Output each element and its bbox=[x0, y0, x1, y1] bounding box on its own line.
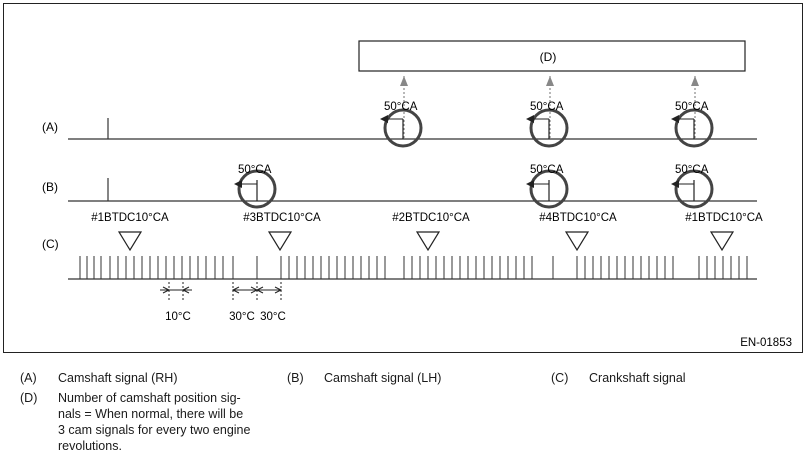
signal-count-box bbox=[358, 40, 746, 72]
legend-item-d: (D) Number of camshaft position sig- nal… bbox=[20, 390, 250, 453]
row-label-b: (B) bbox=[42, 180, 58, 194]
cam-pulse-rh-3: 50°CA bbox=[671, 76, 714, 148]
angle-label: 50°CA bbox=[530, 164, 564, 176]
tdc-label: #4BTDC10°CA bbox=[539, 212, 617, 224]
dim-label-30: 30°C bbox=[260, 311, 286, 323]
tdc-label: #2BTDC10°CA bbox=[392, 212, 470, 224]
legend-key: (A) bbox=[20, 371, 37, 385]
legend-text: Number of camshaft position sig- nals = … bbox=[58, 391, 251, 453]
dim-label-30: 30°C bbox=[229, 311, 255, 323]
tdc-marker bbox=[564, 231, 590, 252]
legend-key: (D) bbox=[20, 391, 38, 405]
tdc-label: #3BTDC10°CA bbox=[243, 212, 321, 224]
tdc-label: #1BTDC10°CA bbox=[91, 212, 169, 224]
cam-pulse-rh-2: 50°CA bbox=[526, 76, 569, 148]
legend-item-b: (B) Camshaft signal (LH) bbox=[287, 370, 441, 386]
legend-key: (C) bbox=[551, 371, 569, 385]
angle-label: 50°CA bbox=[675, 164, 709, 176]
cam-pulse-lh-2: 50°CA bbox=[526, 164, 569, 209]
row-label-a: (A) bbox=[42, 120, 58, 134]
tdc-marker bbox=[267, 231, 293, 252]
angle-label: 50°CA bbox=[530, 101, 564, 113]
tdc-marker bbox=[709, 231, 735, 252]
cam-pulse-rh-1: 50°CA bbox=[380, 76, 423, 148]
crankshaft-teeth bbox=[79, 256, 748, 279]
dimension-30deg bbox=[231, 282, 283, 300]
angle-label: 50°CA bbox=[238, 164, 272, 176]
dimension-10deg bbox=[160, 282, 192, 300]
figure-id: EN-01853 bbox=[740, 337, 792, 349]
tdc-label: #1BTDC10°CA bbox=[685, 212, 763, 224]
tdc-marker bbox=[117, 231, 143, 252]
box-label: (D) bbox=[540, 50, 557, 64]
cam-pulse-lh-3: 50°CA bbox=[671, 164, 714, 209]
legend-text: Camshaft signal (RH) bbox=[58, 371, 178, 385]
legend-text: Crankshaft signal bbox=[589, 371, 686, 385]
cam-pulse-lh-1: 50°CA bbox=[234, 164, 277, 209]
legend-key: (B) bbox=[287, 371, 304, 385]
diagram-frame bbox=[3, 3, 803, 353]
legend-text: Camshaft signal (LH) bbox=[324, 371, 442, 385]
angle-label: 50°CA bbox=[675, 101, 709, 113]
legend-item-a: (A) Camshaft signal (RH) bbox=[20, 370, 177, 386]
angle-label: 50°CA bbox=[384, 101, 418, 113]
legend-item-c: (C) Crankshaft signal bbox=[551, 370, 686, 386]
tdc-marker bbox=[415, 231, 441, 252]
row-label-c: (C) bbox=[42, 237, 59, 251]
dim-label-10: 10°C bbox=[165, 311, 191, 323]
timing-diagram: (D) (A) (B) (C) 50°CA 50°CA 50°CA bbox=[42, 40, 792, 349]
